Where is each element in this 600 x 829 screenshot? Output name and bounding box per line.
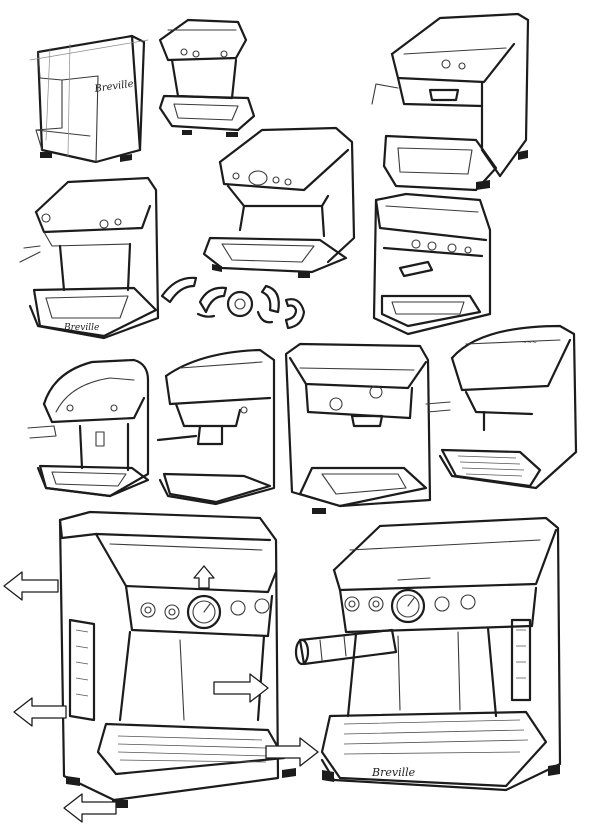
brand-wordmark: Breville — [371, 766, 416, 779]
sketch-large-left — [3, 510, 319, 823]
sketch-g — [27, 358, 150, 498]
sketch-c — [371, 12, 530, 192]
sketch-d: Breville — [19, 176, 160, 340]
sketch-f — [372, 192, 492, 336]
sketch-large-right: Breville — [320, 516, 562, 792]
sketch-a: Breville — [29, 34, 149, 164]
parts-studies — [160, 276, 306, 330]
sketch-i — [284, 342, 432, 514]
sketch-j: ~~~ — [425, 324, 578, 490]
brand-wordmark: Breville — [63, 323, 99, 333]
brand-wordmark-small: ~~~ — [522, 339, 537, 346]
sketch-e — [202, 126, 356, 278]
brand-wordmark: Breville — [93, 79, 134, 96]
sketch-b — [158, 18, 256, 137]
sketch-h — [156, 348, 276, 506]
portafilter-study — [294, 628, 398, 666]
